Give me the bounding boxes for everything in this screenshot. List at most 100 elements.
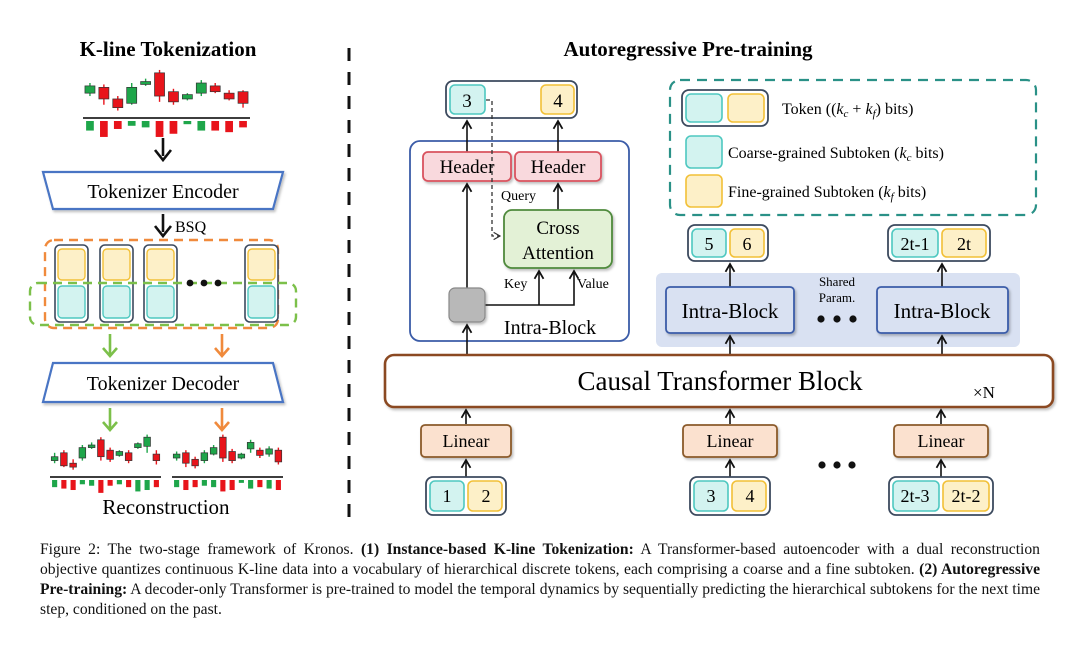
query-dashed-path — [486, 99, 502, 241]
volume-bar — [86, 121, 94, 131]
volume-bar — [174, 480, 180, 488]
candle-down — [154, 72, 165, 97]
caption-part1-num: (1) — [360, 541, 387, 558]
volume-bar — [155, 121, 164, 137]
candle-down — [69, 462, 77, 468]
volume-bar — [197, 121, 206, 131]
fine-path-arrow-2 — [214, 408, 230, 432]
volume-bar — [211, 480, 217, 488]
input-fine-value: 2t-2 — [952, 486, 981, 506]
candle-up — [237, 453, 246, 459]
fine-path-arrow-1 — [214, 334, 230, 358]
volume-bar — [52, 480, 58, 488]
candle-down — [228, 451, 236, 461]
candle-down — [98, 86, 110, 100]
linear-layer — [682, 424, 778, 458]
decoder-label: Tokenizer Decoder — [87, 373, 240, 395]
candle-up — [265, 448, 273, 455]
volume-bar — [220, 480, 226, 492]
candle-down — [274, 449, 283, 463]
volume-bar — [127, 121, 136, 126]
intra-block-2-label: Intra-Block — [894, 299, 991, 323]
fine-subtoken — [57, 248, 86, 281]
candle-down — [209, 85, 221, 93]
input-fine-subtoken — [467, 480, 503, 512]
input-coarse-subtoken — [429, 480, 465, 512]
linear-input-columns — [420, 408, 994, 516]
volume-bar — [113, 121, 122, 129]
output-coarse-value: 2t-1 — [901, 234, 930, 254]
volume-bar — [126, 480, 132, 488]
volume-bar — [201, 480, 207, 486]
output-fine-value: 2t — [957, 234, 971, 254]
volume-bar — [141, 121, 150, 128]
shared-param-label-1: Shared — [819, 274, 856, 289]
volume-bar — [225, 121, 233, 133]
linear-label: Linear — [443, 431, 490, 451]
shared-param-label-2: Param. — [819, 290, 855, 305]
cross-attention-label-1: Cross — [536, 218, 579, 239]
candle-down — [106, 449, 114, 460]
coarse-group-outline — [28, 281, 298, 327]
caption-part2-text: A decoder-only Transformer is pre-traine… — [40, 581, 1040, 618]
candle-up — [143, 436, 151, 447]
fine-subtoken — [102, 248, 131, 281]
right-panel-title: Autoregressive Pre-training — [563, 37, 813, 61]
candle-up — [134, 443, 142, 448]
input-fine-subtoken — [731, 480, 767, 512]
legend-token-label: Token ((kc + kf) bits) — [782, 101, 913, 120]
input-coarse-value: 3 — [707, 486, 716, 506]
caption-prefix: Figure 2: The two-stage framework of Kro… — [40, 541, 361, 558]
output-fine-value: 6 — [743, 234, 752, 254]
reconstruction-chart-coarse — [50, 434, 161, 493]
output-token-2t — [887, 224, 991, 262]
left-panel-title: K-line Tokenization — [80, 37, 257, 61]
candle-up — [84, 85, 96, 94]
intra-block-1 — [665, 286, 795, 334]
volume-bar — [257, 480, 263, 488]
linear-layer — [420, 424, 512, 458]
volume-bar — [144, 480, 150, 491]
candle-down — [112, 98, 124, 108]
detail-coarse-subtoken — [449, 84, 486, 115]
volume-bar — [116, 480, 122, 485]
input-coarse-subtoken — [892, 480, 940, 512]
bsq-arrow — [153, 214, 173, 239]
tokenizer-decoder — [41, 361, 285, 404]
candle-down — [97, 439, 105, 458]
framework-figure: K-line Tokenization Tokenizer Encoder BS… — [28, 37, 1055, 522]
encoder-label: Tokenizer Encoder — [87, 181, 239, 203]
coarse-subtoken — [102, 285, 131, 319]
input-coarse-value: 2t-3 — [901, 486, 930, 506]
key-label: Key — [504, 277, 527, 292]
volume-bar — [266, 480, 272, 489]
volume-bar — [61, 480, 67, 489]
input-fine-subtoken — [942, 480, 990, 512]
intra-block-detail-label: Intra-Block — [504, 317, 596, 339]
embedding-node — [448, 287, 486, 323]
linear-input-column — [888, 408, 994, 516]
volume-bar — [183, 121, 192, 125]
candle-up — [78, 447, 87, 459]
legend-token-coarse-swatch — [685, 93, 723, 123]
kline-input-chart — [83, 69, 250, 137]
volume-bar — [98, 480, 104, 493]
output-coarse-value: 5 — [705, 234, 714, 254]
legend-coarse-swatch — [685, 135, 723, 169]
header-coarse-label: Header — [440, 157, 496, 178]
candle-down — [223, 92, 235, 100]
volume-bar — [248, 480, 254, 489]
candle-up — [115, 451, 124, 456]
query-label: Query — [501, 189, 536, 204]
volume-bar — [238, 480, 244, 483]
legend-box — [668, 78, 1038, 217]
volume-bar — [183, 480, 189, 491]
linear-label: Linear — [918, 431, 965, 451]
linear-layer — [893, 424, 989, 458]
bsq-label: BSQ — [175, 219, 207, 236]
token-column — [99, 244, 134, 323]
volume-bar — [100, 121, 108, 137]
header-fine-label: Header — [531, 157, 587, 178]
volume-bar — [135, 480, 141, 492]
candle-down — [124, 452, 133, 461]
